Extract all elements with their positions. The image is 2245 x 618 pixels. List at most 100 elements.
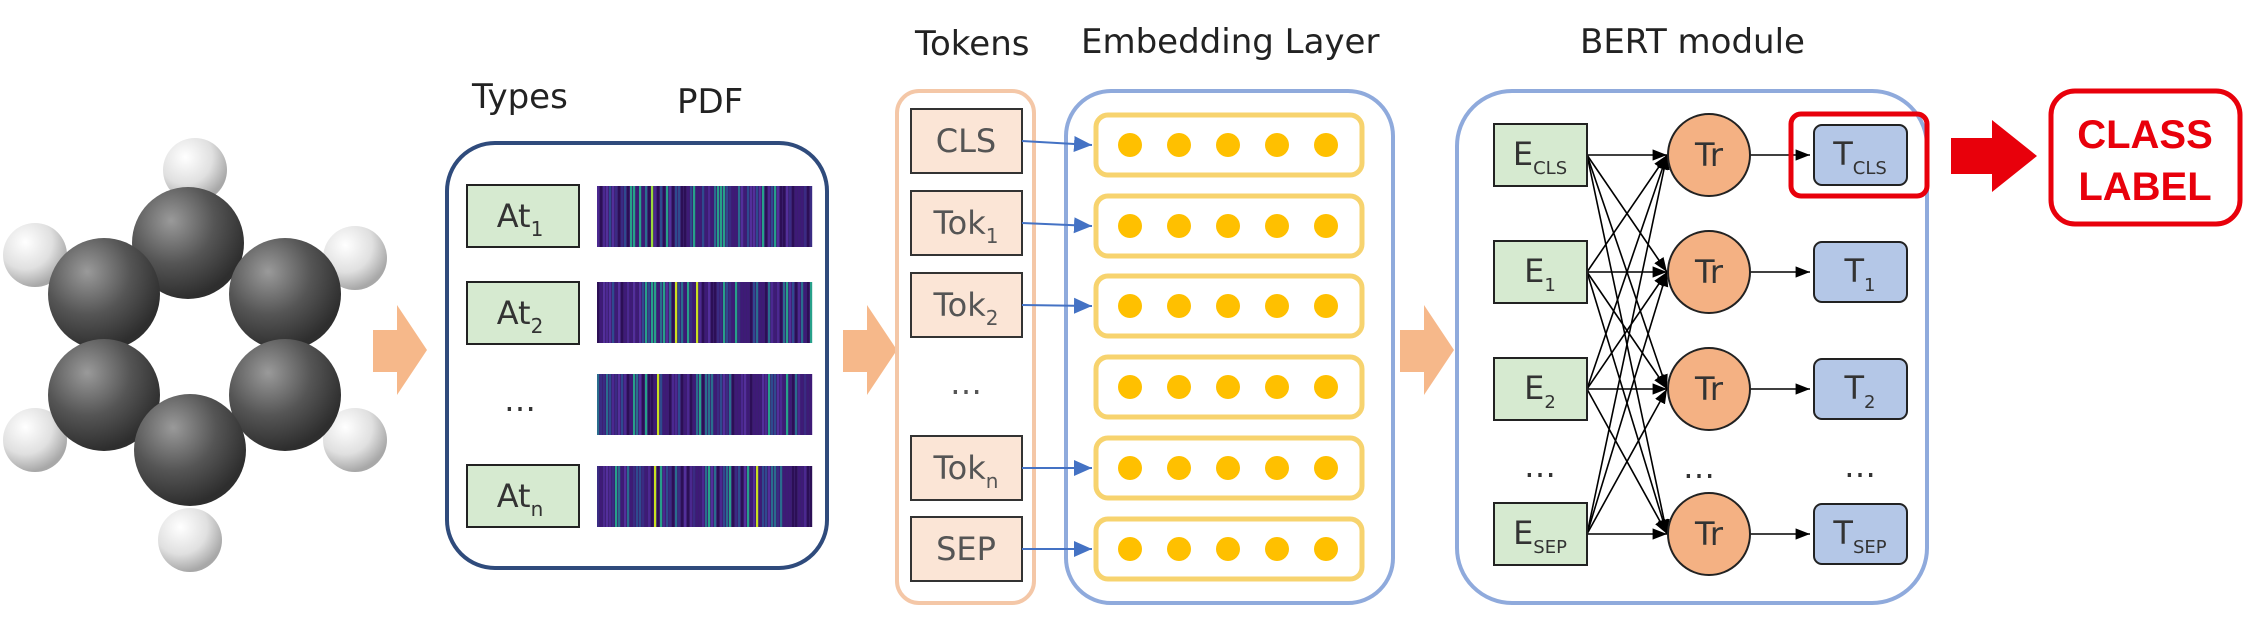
bert-connection bbox=[1586, 388, 1668, 535]
bert-connection bbox=[1586, 154, 1668, 273]
bert-connection bbox=[1586, 154, 1670, 535]
embedding-dot bbox=[1265, 456, 1289, 480]
embedding-dot bbox=[1167, 294, 1191, 318]
embedding-header: Embedding Layer bbox=[1081, 22, 1379, 62]
bert-output-box-4-label: TSEP bbox=[1832, 514, 1886, 558]
bert-input-box-2-label: E2 bbox=[1524, 369, 1556, 413]
transformer-node-1 bbox=[1667, 230, 1751, 314]
flow-arrow-3 bbox=[1400, 305, 1454, 395]
embedding-dot bbox=[1265, 133, 1289, 157]
embedding-dot bbox=[1167, 456, 1191, 480]
token-box-1-label: Tok1 bbox=[933, 204, 999, 248]
embedding-row-3 bbox=[1093, 354, 1365, 420]
class-label-line-1: CLASS bbox=[2077, 113, 2213, 157]
token-to-embedding-arrow bbox=[1021, 217, 1093, 234]
embedding-dot bbox=[1314, 294, 1338, 318]
bert-output-box-2 bbox=[1813, 358, 1908, 420]
bert-output-box-4 bbox=[1813, 503, 1908, 565]
embedding-dot bbox=[1118, 294, 1142, 318]
transformer-label: Tr bbox=[1694, 136, 1724, 174]
transformer-node-0 bbox=[1667, 113, 1751, 197]
bert-header: BERT module bbox=[1580, 22, 1805, 62]
bert-connection bbox=[1586, 154, 1668, 390]
tokens-header: Tokens bbox=[914, 24, 1029, 64]
embedding-row-1 bbox=[1093, 193, 1365, 259]
token-box-5-label: SEP bbox=[936, 530, 996, 568]
embedding-row-5 bbox=[1093, 516, 1365, 582]
bert-output-box-1 bbox=[1813, 241, 1908, 303]
bert-output-box-0 bbox=[1813, 124, 1908, 186]
transformer-label: Tr bbox=[1694, 370, 1724, 408]
embedding-dot bbox=[1167, 214, 1191, 238]
flow-arrow-2 bbox=[843, 305, 897, 395]
bert-input-box-1-label: E1 bbox=[1524, 252, 1556, 296]
atom-type-ellipsis-label: … bbox=[504, 381, 536, 419]
embedding-dot bbox=[1314, 375, 1338, 399]
token-ellipsis-label: … bbox=[950, 364, 982, 402]
embedding-dot bbox=[1265, 375, 1289, 399]
embedding-dot bbox=[1167, 537, 1191, 561]
embedding-dot bbox=[1216, 133, 1240, 157]
bert-input-ellipsis-label: … bbox=[1524, 447, 1556, 485]
embedding-dot bbox=[1216, 537, 1240, 561]
pdf-strip-1 bbox=[597, 282, 813, 343]
bert-input-box-4 bbox=[1493, 502, 1588, 566]
benzene-molecule-image bbox=[3, 138, 387, 572]
embedding-dot bbox=[1265, 537, 1289, 561]
embedding-dot bbox=[1118, 214, 1142, 238]
token-box-0 bbox=[910, 108, 1023, 174]
pdf-strip-3 bbox=[597, 466, 813, 527]
bert-input-box-1 bbox=[1493, 240, 1588, 304]
embedding-dot bbox=[1216, 294, 1240, 318]
transformer-ellipsis: … bbox=[1683, 448, 1715, 486]
pdf-strip-2 bbox=[597, 374, 813, 435]
pdf-strip-0 bbox=[597, 186, 813, 247]
embedding-dot bbox=[1167, 375, 1191, 399]
embedding-dot bbox=[1118, 375, 1142, 399]
bert-output-box-2-label: T2 bbox=[1844, 369, 1876, 413]
atom-type-box-0-label: At1 bbox=[497, 197, 544, 241]
embedding-dot bbox=[1118, 133, 1142, 157]
embedding-row-2 bbox=[1093, 273, 1365, 339]
flow-arrow-1 bbox=[373, 305, 427, 395]
transformer-node-2 bbox=[1667, 347, 1751, 431]
bert-output-box-1-label: T1 bbox=[1844, 252, 1876, 296]
bert-input-box-0-label: ECLS bbox=[1513, 135, 1567, 179]
bert-input-box-0 bbox=[1493, 123, 1588, 187]
class-label-box: CLASS LABEL bbox=[2048, 88, 2243, 227]
embedding-panel bbox=[1064, 89, 1395, 605]
types-pdf-panel bbox=[445, 141, 829, 570]
token-box-4 bbox=[910, 435, 1023, 501]
token-to-embedding-arrow bbox=[1021, 135, 1093, 152]
tokens-panel bbox=[895, 89, 1036, 605]
embedding-row-0 bbox=[1093, 112, 1365, 178]
embedding-dot bbox=[1216, 456, 1240, 480]
token-box-1 bbox=[910, 190, 1023, 256]
token-box-2-label: Tok2 bbox=[933, 286, 999, 330]
types-header: Types bbox=[471, 77, 568, 117]
pdf-header: PDF bbox=[677, 82, 743, 122]
embedding-dot bbox=[1265, 214, 1289, 238]
transformer-label: Tr bbox=[1694, 515, 1724, 553]
transformer-label: Tr bbox=[1694, 253, 1724, 291]
transformer-node-3 bbox=[1667, 492, 1751, 576]
token-box-4-label: Tokn bbox=[933, 449, 999, 493]
bert-output-box-0-label: TCLS bbox=[1832, 135, 1887, 179]
bert-connection bbox=[1586, 271, 1669, 535]
bert-input-box-4-label: ESEP bbox=[1513, 514, 1567, 558]
embedding-dot bbox=[1314, 133, 1338, 157]
bert-output-ellipsis-label: … bbox=[1844, 447, 1876, 485]
cls-output-highlight bbox=[1788, 111, 1930, 199]
embedding-dot bbox=[1314, 537, 1338, 561]
embedding-dot bbox=[1265, 294, 1289, 318]
embedding-dot bbox=[1314, 456, 1338, 480]
embedding-dot bbox=[1216, 214, 1240, 238]
embedding-dot bbox=[1118, 456, 1142, 480]
embedding-row-4 bbox=[1093, 435, 1365, 501]
token-to-embedding-arrow bbox=[1021, 297, 1093, 314]
bert-connection bbox=[1586, 271, 1668, 390]
atom-type-box-1 bbox=[466, 281, 580, 345]
bert-panel bbox=[1455, 89, 1929, 605]
class-label-arrow bbox=[1951, 120, 2037, 192]
